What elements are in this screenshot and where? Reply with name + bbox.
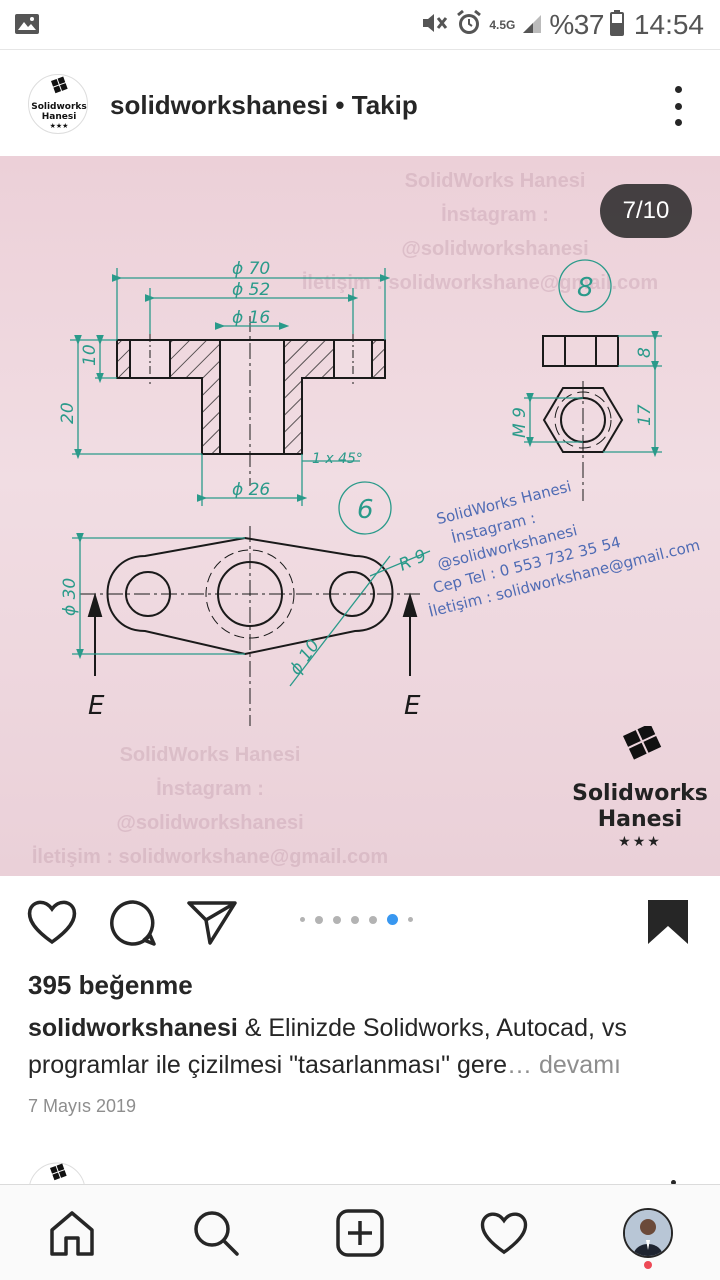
heart-icon <box>27 900 77 945</box>
more-options-icon[interactable] <box>666 86 690 126</box>
carousel-dot <box>351 915 359 924</box>
section-label-left: E <box>88 691 105 721</box>
send-icon <box>187 901 237 945</box>
comment-button[interactable] <box>108 898 158 953</box>
post-actions <box>0 876 720 968</box>
dim-h17: 17 <box>635 404 655 426</box>
heart-icon <box>480 1212 528 1255</box>
clock: 14:54 <box>633 9 704 40</box>
save-button[interactable] <box>646 898 690 951</box>
carousel-dot <box>333 915 341 924</box>
like-button[interactable] <box>26 898 78 951</box>
carousel-dot <box>315 915 323 924</box>
dim-d30: ϕ 30 <box>60 578 80 616</box>
nav-home[interactable] <box>42 1203 102 1263</box>
caption-more-link[interactable]: devamı <box>532 1051 621 1079</box>
follow-button[interactable]: Takip <box>351 90 418 120</box>
home-icon <box>50 1211 94 1256</box>
network-type: 4.5G <box>489 18 516 32</box>
dim-h20: 20 <box>58 402 78 424</box>
avatar[interactable]: Solidworks Hanesi ★★★ <box>28 74 88 134</box>
bottom-navigation <box>0 1184 720 1280</box>
separator: • <box>335 90 345 120</box>
post-image[interactable]: SolidWorks Hanesi İnstagram : @solidwork… <box>0 156 720 876</box>
brand-stars: ★★★ <box>618 833 662 849</box>
add-post-icon <box>336 1209 384 1257</box>
part-number-6: 6 <box>357 495 374 525</box>
dim-d70: ϕ 70 <box>232 259 270 279</box>
gallery-notification-icon <box>14 12 40 41</box>
svg-text:Solidworks: Solidworks <box>31 102 87 112</box>
carousel-indicator <box>300 914 413 925</box>
dim-d26: ϕ 26 <box>232 480 270 500</box>
carousel-dot <box>408 917 413 922</box>
caption-username[interactable]: solidworkshanesi <box>28 1014 238 1042</box>
carousel-dot <box>369 915 377 924</box>
nav-add-post[interactable] <box>330 1203 390 1263</box>
username-link[interactable]: solidworkshanesi <box>110 90 329 120</box>
caption-ellipsis: … <box>507 1051 533 1079</box>
alarm-icon <box>455 9 483 42</box>
dim-d16: ϕ 16 <box>232 308 270 328</box>
nav-search[interactable] <box>186 1203 246 1263</box>
next-post-more-icon[interactable] <box>671 1180 676 1185</box>
caption-text: & Elinizde Solidworks, Autocad, vs progr… <box>28 1014 627 1079</box>
profile-avatar <box>623 1208 673 1258</box>
technical-drawing: ϕ 70 ϕ 52 ϕ 16 ϕ 26 1 x 45° 10 20 ϕ 30 ϕ… <box>58 259 662 726</box>
post-header: Solidworks Hanesi ★★★ solidworkshanesi •… <box>0 52 720 156</box>
dim-d10: ϕ 10 <box>286 636 324 679</box>
svg-text:Hanesi: Hanesi <box>42 112 77 122</box>
post-caption: solidworkshanesi & Elinizde Solidworks, … <box>28 1010 698 1084</box>
signal-icon <box>521 11 543 40</box>
nav-activity[interactable] <box>474 1203 534 1263</box>
dim-chamfer: 1 x 45° <box>312 451 363 467</box>
battery-percent: %37 <box>549 9 604 40</box>
watermark-top: SolidWorks Hanesi İnstagram : @solidwork… <box>301 170 659 294</box>
dim-h10: 10 <box>80 344 100 366</box>
carousel-dot <box>300 917 305 922</box>
brand-subtitle: Hanesi <box>597 807 683 832</box>
mute-icon <box>421 11 449 40</box>
dim-m9: M 9 <box>510 407 530 438</box>
dim-d52: ϕ 52 <box>232 280 270 300</box>
svg-text:★★★: ★★★ <box>50 122 69 130</box>
post-date: 7 Mayıs 2019 <box>28 1096 137 1116</box>
search-icon <box>194 1211 239 1256</box>
brand-logo: Solidworks Hanesi ★★★ <box>560 723 720 850</box>
part-number-8: 8 <box>577 273 594 303</box>
slide-counter: 7/10 <box>600 184 692 238</box>
nav-profile[interactable] <box>618 1203 678 1269</box>
section-label-right: E <box>404 691 421 721</box>
watermark-bottom: SolidWorks Hanesi İnstagram : @solidwork… <box>31 744 389 868</box>
like-count[interactable]: 395 beğenme <box>28 970 193 1000</box>
post-username[interactable]: solidworkshanesi • Takip <box>110 90 418 121</box>
notification-dot <box>644 1261 652 1269</box>
comment-icon <box>110 900 156 946</box>
brand-name: Solidworks <box>572 781 708 806</box>
dim-h8: 8 <box>635 347 655 358</box>
battery-icon <box>609 9 624 41</box>
logo-mark-icon <box>623 723 662 760</box>
status-bar: 4.5G %37 14:54 <box>0 0 720 50</box>
bookmark-icon <box>648 900 688 944</box>
carousel-dot-active <box>387 914 398 925</box>
share-button[interactable] <box>186 898 238 951</box>
